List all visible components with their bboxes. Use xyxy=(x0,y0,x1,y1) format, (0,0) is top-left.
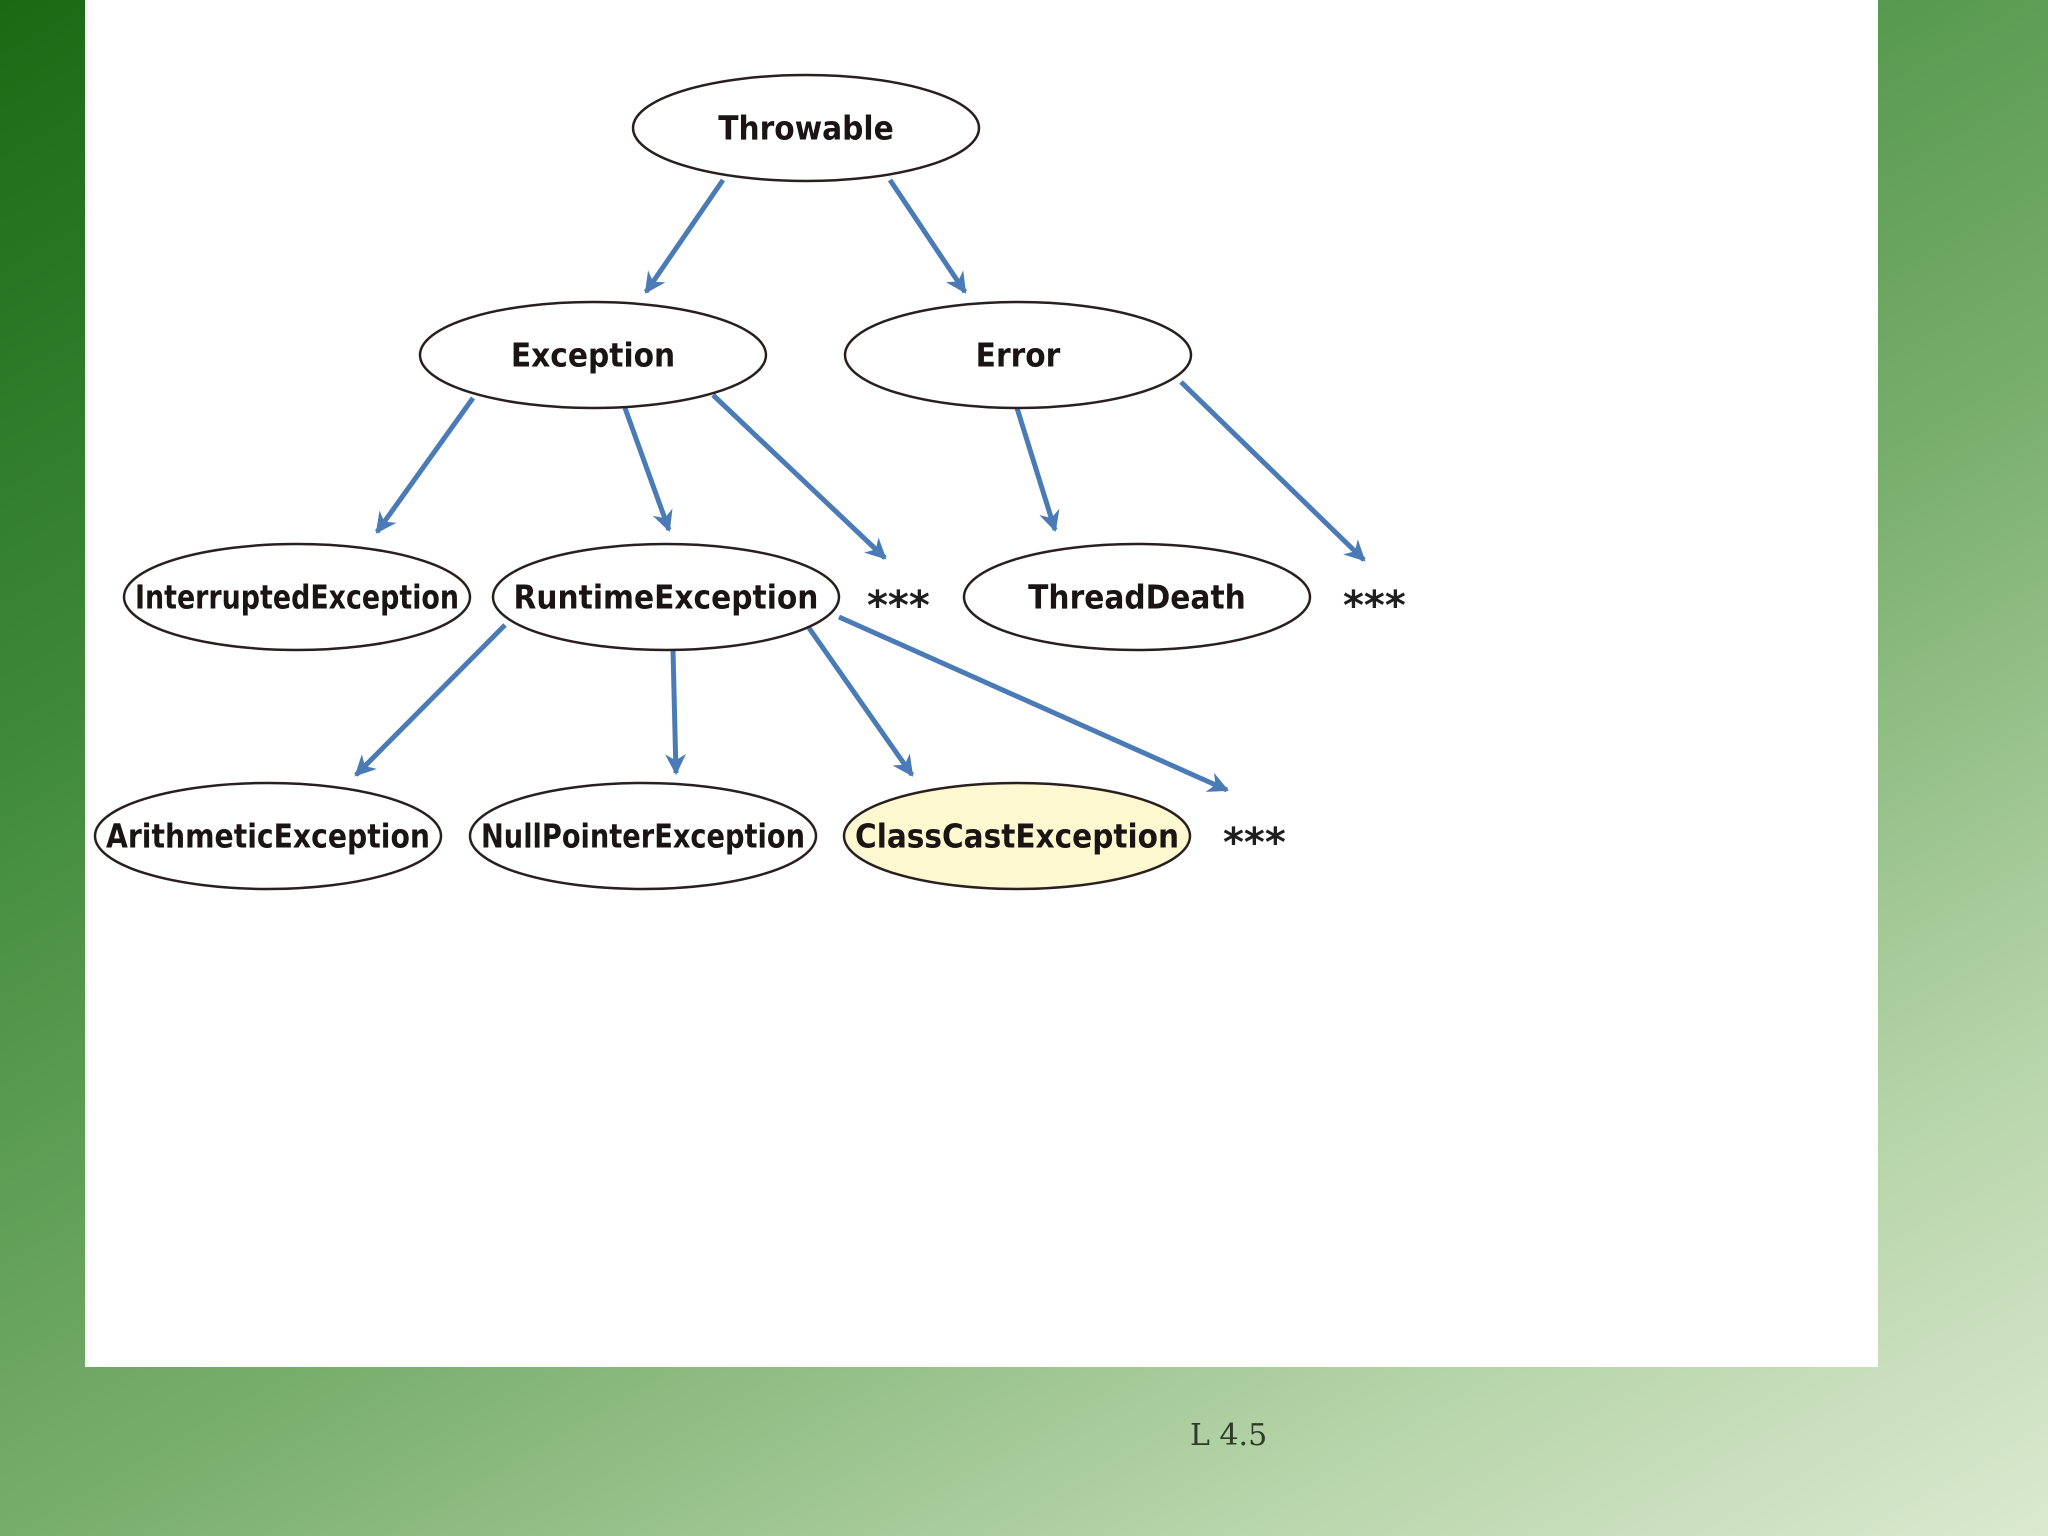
node-ellipse-interrupted xyxy=(122,542,472,652)
node-ellipse-exception xyxy=(418,300,768,410)
node-arithmetic: ArithmeticException xyxy=(93,781,443,891)
node-interrupted: InterruptedException xyxy=(122,542,472,652)
node-exception: Exception xyxy=(418,300,768,410)
arrow-error-to-threaddeath xyxy=(1014,407,1060,533)
node-nullpointer: NullPointerException xyxy=(468,781,818,891)
node-label-exception: Exception xyxy=(511,336,675,375)
node-label-nullpointer: NullPointerException xyxy=(481,817,805,856)
arrow-error-to-more-error xyxy=(1179,380,1366,562)
arrow-exception-to-runtime xyxy=(622,407,673,532)
ellipsis-more-runtime: *** xyxy=(1223,820,1286,866)
arrow-runtime-to-nullpointer xyxy=(665,649,687,776)
node-label-threaddeath: ThreadDeath xyxy=(1028,578,1246,617)
arrow-runtime-to-arithmetic xyxy=(354,623,507,777)
node-runtime: RuntimeException xyxy=(491,542,841,652)
node-ellipse-threaddeath xyxy=(962,542,1312,652)
node-ellipse-nullpointer xyxy=(468,781,818,891)
node-label-classcast: ClassCastException xyxy=(855,817,1179,856)
arrow-runtime-to-more-runtime xyxy=(837,614,1229,793)
node-label-arithmetic: ArithmeticException xyxy=(106,817,430,856)
node-label-error: Error xyxy=(976,336,1061,375)
node-label-throwable: Throwable xyxy=(718,109,893,148)
node-threaddeath: ThreadDeath xyxy=(962,542,1312,652)
node-classcast: ClassCastException xyxy=(842,781,1192,891)
node-throwable: Throwable xyxy=(631,73,981,183)
node-error: Error xyxy=(843,300,1193,410)
arrow-runtime-to-classcast xyxy=(806,626,915,777)
node-ellipse-arithmetic xyxy=(93,781,443,891)
arrow-throwable-to-exception xyxy=(643,178,726,294)
ellipsis-more-error: *** xyxy=(1343,583,1406,629)
ellipsis-more-exception: *** xyxy=(867,583,930,629)
node-label-runtime: RuntimeException xyxy=(514,578,819,617)
ellipsis-marks-layer: *** *** *** xyxy=(867,583,1406,866)
node-ellipse-classcast xyxy=(842,781,1192,891)
arrow-throwable-to-error xyxy=(887,178,968,294)
node-ellipse-throwable xyxy=(631,73,981,183)
node-label-interrupted: InterruptedException xyxy=(135,578,459,617)
slide-number: L 4.5 xyxy=(1190,1418,1268,1453)
node-ellipse-runtime xyxy=(491,542,841,652)
node-ellipse-error xyxy=(843,300,1193,410)
edges-layer xyxy=(354,178,1366,793)
arrow-exception-to-interrupted xyxy=(374,396,476,534)
arrow-exception-to-more-exception xyxy=(711,393,887,560)
